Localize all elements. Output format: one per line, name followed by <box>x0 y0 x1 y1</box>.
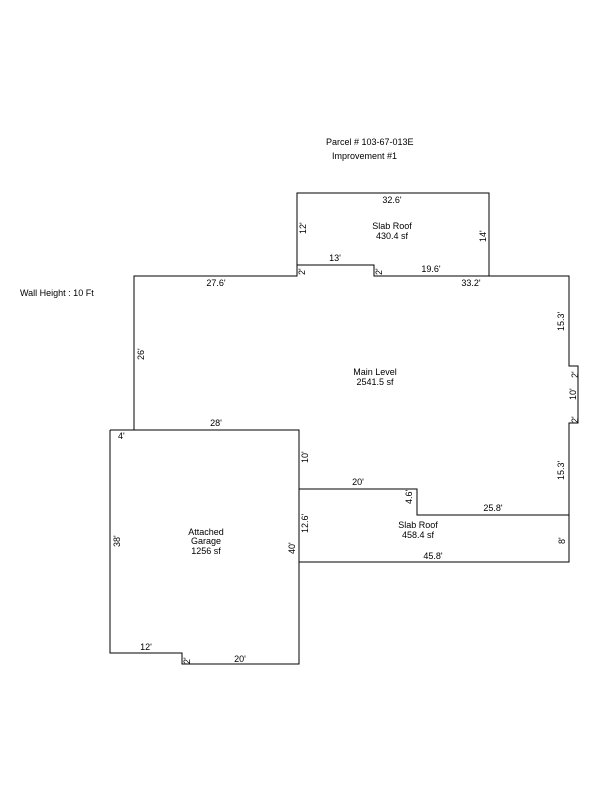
dim-top-left-height: 12' <box>298 222 308 234</box>
dim-garage-top: 28' <box>210 418 222 428</box>
dim-garage-4: 4' <box>118 431 125 441</box>
dim-slab-step: 4.6' <box>404 489 414 504</box>
slab-roof-top-area: 430.4 sf <box>375 231 409 241</box>
dim-slab-right: 8' <box>557 537 567 544</box>
dim-notch-left-2: 2' <box>297 268 307 275</box>
dim-right-notch-bottom: 2' <box>570 416 580 423</box>
slab-roof-bottom-outline <box>299 488 570 563</box>
dim-slab-right-top: 25.8' <box>483 503 503 513</box>
dim-garage-bottom-notch: 2' <box>182 657 192 664</box>
dim-main-top-left: 27.6' <box>206 278 226 288</box>
dim-garage-bottom-right: 20' <box>234 654 246 664</box>
dim-right-lower: 15.3' <box>556 460 566 480</box>
garage-label: Attached Garage 1256 sf <box>188 527 224 556</box>
garage-outline <box>109 429 300 665</box>
dim-right-notch-side: 10' <box>568 388 578 400</box>
main-level-area: 2541.5 sf <box>356 377 394 387</box>
wall-height: Wall Height : 10 Ft <box>20 288 94 298</box>
slab-roof-bottom-label: Slab Roof 458.4 sf <box>398 520 438 540</box>
dim-garage-right-upper: 10' <box>300 451 310 463</box>
dim-top-right-height: 14' <box>478 230 488 242</box>
dim-slab-bottom: 45.8' <box>423 551 443 561</box>
parcel-number: Parcel # 103-67-013E <box>326 137 414 147</box>
slab-roof-top-outline <box>296 192 490 276</box>
slab-roof-bottom-name: Slab Roof <box>398 520 438 530</box>
dim-garage-left: 38' <box>112 535 122 547</box>
dim-slab-top: 20' <box>352 477 364 487</box>
dim-notch-right-2: 2' <box>374 268 384 275</box>
main-level-outline <box>133 264 579 515</box>
garage-name-line2: Garage <box>190 536 222 546</box>
dim-main-top-right: 33.2' <box>461 278 481 288</box>
dim-garage-right: 40' <box>287 542 297 554</box>
main-level-label: Main Level 2541.5 sf <box>353 367 397 387</box>
dim-notch-13: 13' <box>329 253 341 263</box>
dim-right-upper: 15.3' <box>556 311 566 331</box>
garage-area: 1256 sf <box>191 546 221 556</box>
dim-right-notch-top: 2' <box>570 371 580 378</box>
dim-slab-left: 12.6' <box>300 513 310 533</box>
dim-top-width: 32.6' <box>382 195 402 205</box>
garage-name-line1: Attached <box>188 527 224 537</box>
main-level-name: Main Level <box>353 367 397 377</box>
dim-garage-bottom-left: 12' <box>140 642 152 652</box>
slab-roof-top-label: Slab Roof 430.4 sf <box>372 221 412 241</box>
slab-roof-top-name: Slab Roof <box>372 221 412 231</box>
slab-roof-bottom-area: 458.4 sf <box>401 530 435 540</box>
improvement-number: Improvement #1 <box>332 151 398 161</box>
dim-seg-19-6: 19.6' <box>421 264 441 274</box>
dim-main-left: 26' <box>136 348 146 360</box>
